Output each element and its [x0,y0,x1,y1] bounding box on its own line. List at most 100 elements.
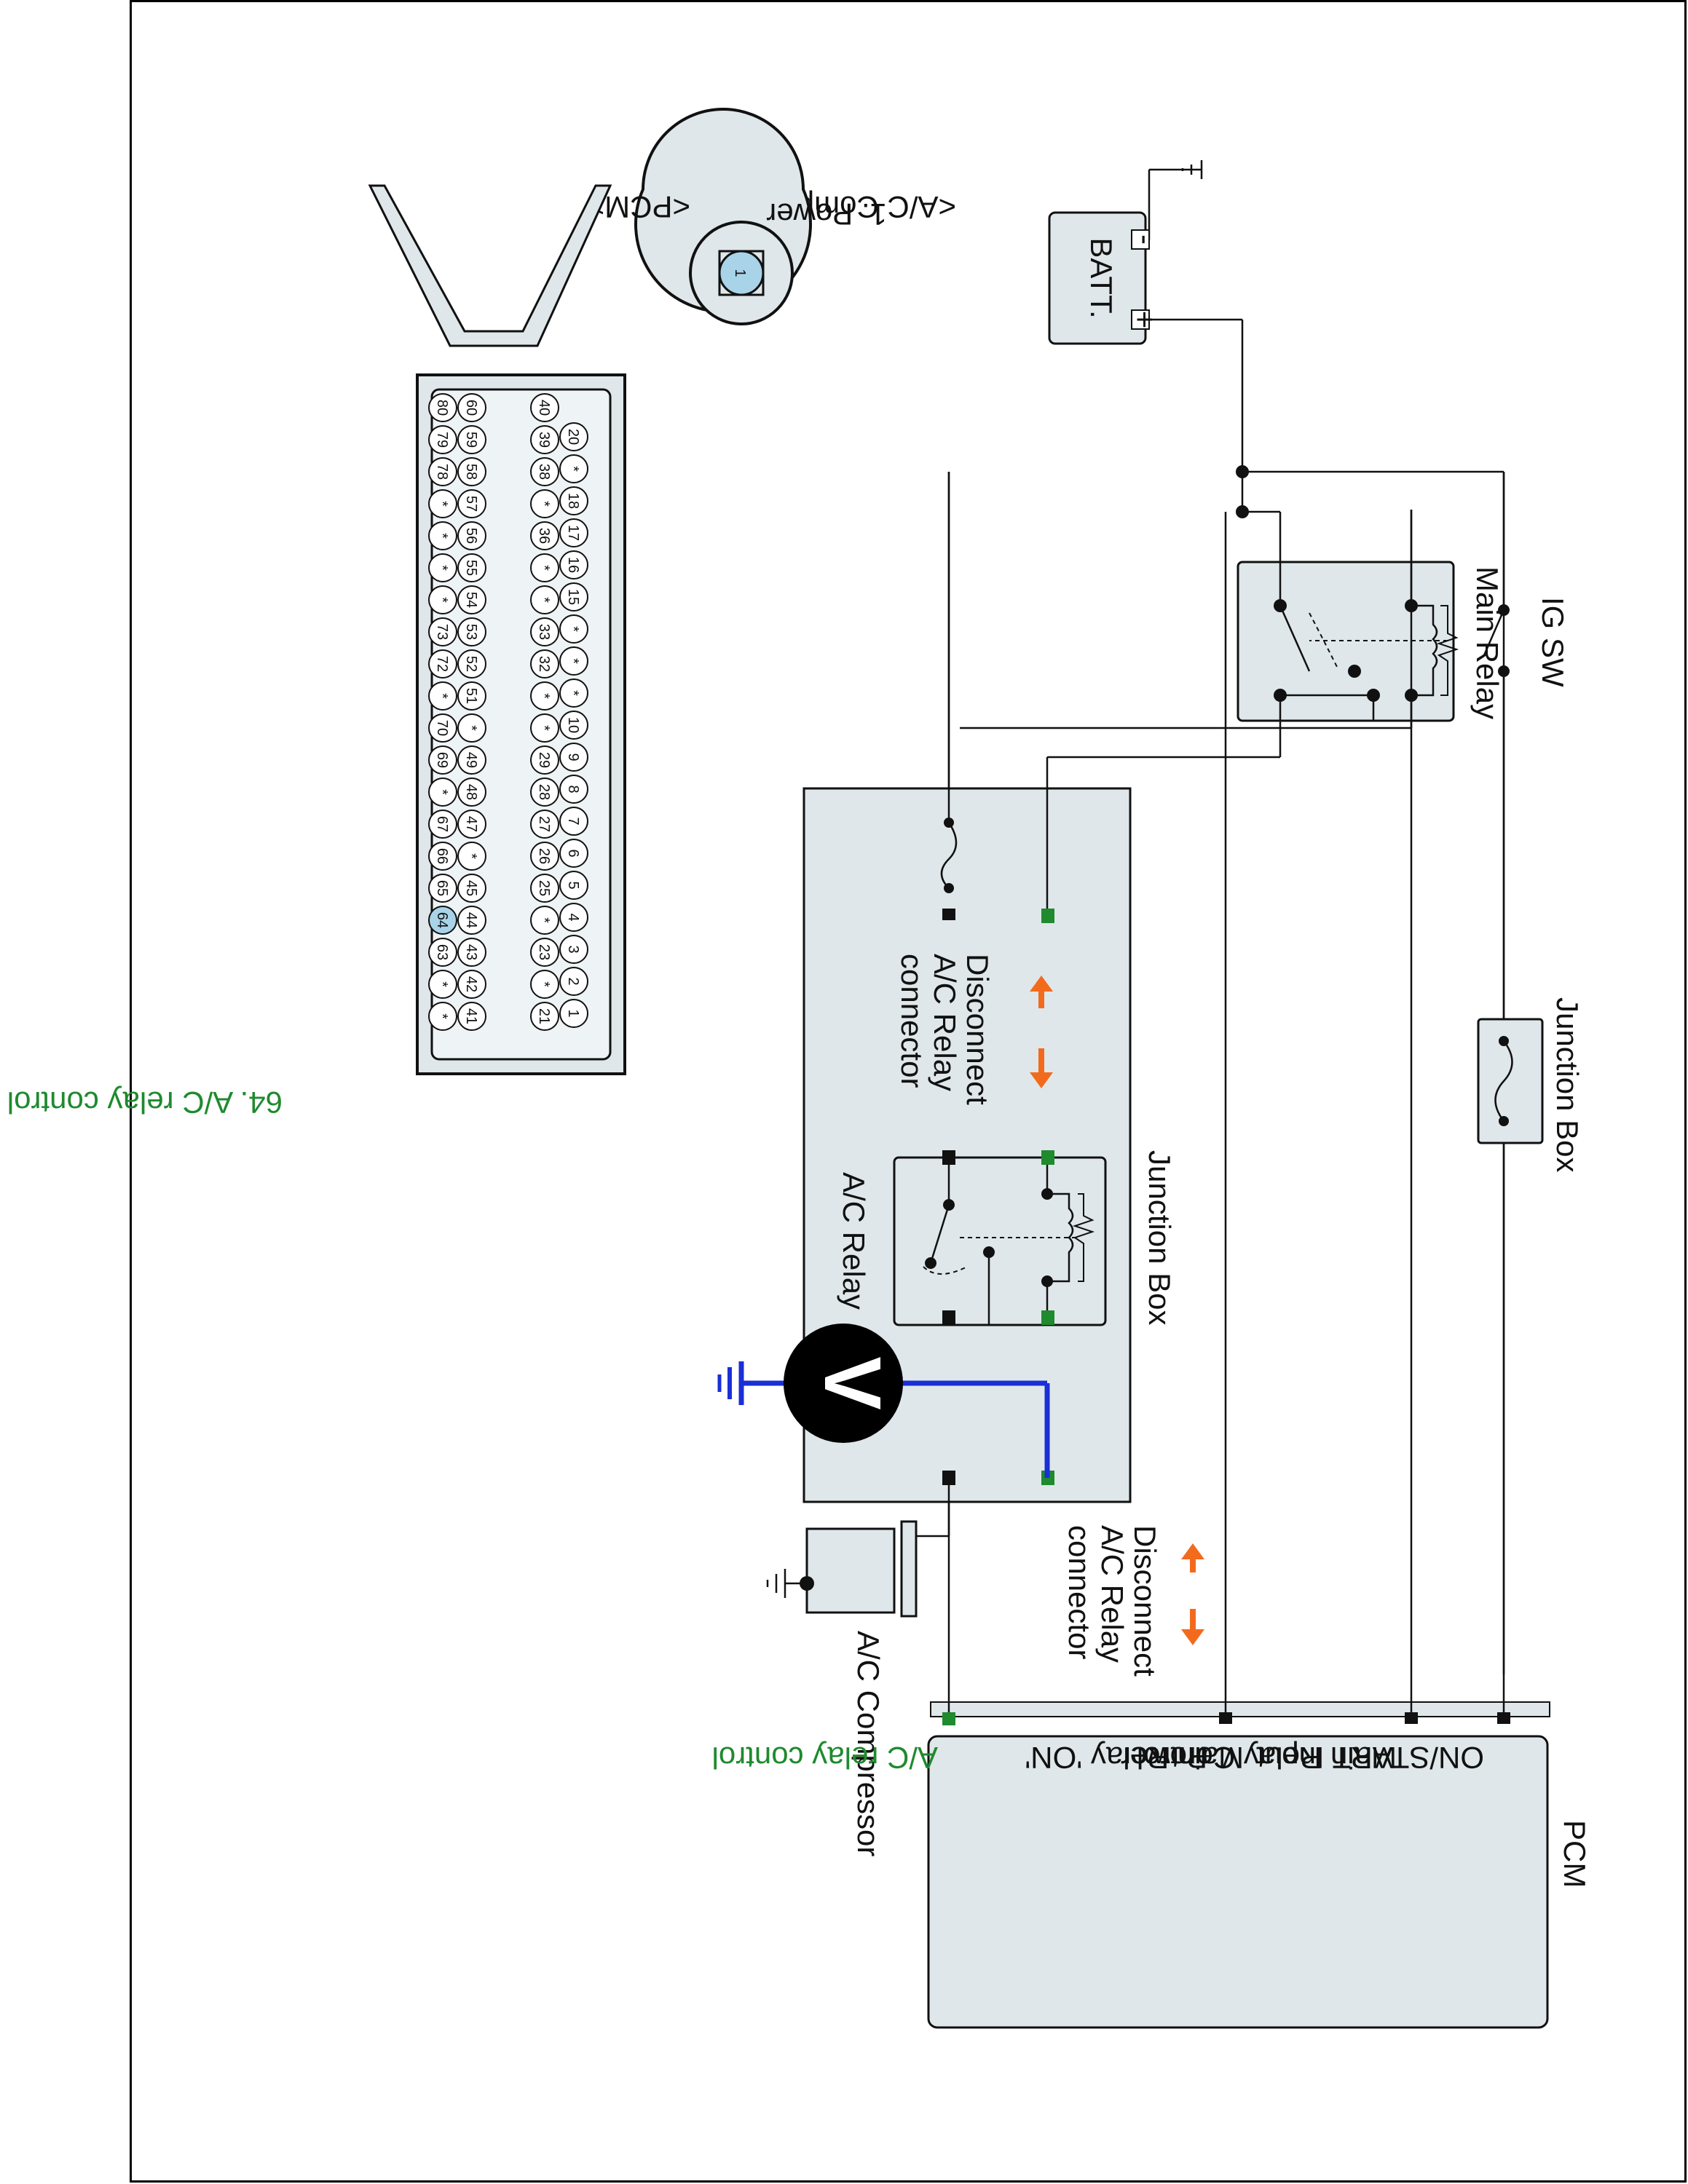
pcm-pin [530,778,559,807]
pcm-pin-label: 41 [463,1008,479,1024]
pcm-pin [559,743,588,772]
ac-compressor-pin-1: 1 [732,269,748,277]
pcm-pin [559,518,588,547]
pcm-pin [559,967,588,996]
pcm-terminal-power: Power [1121,1741,1207,1775]
pcm-pin [457,745,486,775]
disconnect-upper-2: A/C Relay [928,954,962,1091]
pcm-pin-label: 51 [463,688,479,704]
pcm-pin [428,1002,457,1031]
pcm-pin-label: * [434,1013,450,1019]
pcm-pin-label: * [463,725,479,731]
pcm-pin-label: 4 [565,913,581,921]
pcm-pin-label: * [463,853,479,859]
pcm-pin-label: 23 [536,944,552,960]
pcm-pin-label: * [434,981,450,987]
pcm-pin [457,393,486,422]
page-frame [130,0,1687,2183]
battery: - + BATT. [1048,160,1203,345]
pcm-pin-label: 80 [434,400,450,416]
pcm-pin [559,903,588,932]
pcm-pin [559,807,588,836]
pcm-pin [559,646,588,676]
pcm-pin [530,585,559,614]
pcm-pin [428,585,457,614]
disconnect-lower-3: connector [1062,1525,1097,1659]
pcm-pin-label: 9 [565,753,581,761]
ac-compressor-connector: <A/C Compressor> 1 1. Power [634,108,956,325]
pcm-pin-label: 33 [536,624,552,640]
pcm-pin [457,938,486,967]
pcm-pin-label: 36 [536,528,552,544]
pcm-pin [457,778,486,807]
ac-compressor-label: A/C Compressor [851,1631,886,1856]
batt-minus-label: - [1129,234,1163,245]
pcm-pin [428,649,457,678]
pcm-pin-label: 42 [463,976,479,992]
pcm-pin [428,778,457,807]
pcm-pin [457,425,486,454]
pcm-pin-label: 38 [536,464,552,480]
pcm-pin [457,810,486,839]
ig-switch: IG SW [1483,472,1570,1674]
pcm-pin [559,614,588,644]
pcm-pin [559,678,588,708]
pcm-pin-label: * [536,501,552,507]
pcm-connector: <PCM> 20*18171615***10987654321403938*36… [7,184,690,1120]
pcm-pin-label: * [565,690,581,696]
disconnect-arrows-lower: Disconnect A/C Relay connector [1062,1525,1204,1677]
pcm-pin [530,393,559,422]
pcm-pin-label: 8 [565,785,581,793]
pcm-pin-label: 28 [536,784,552,800]
pcm-pin [428,745,457,775]
pcm-pin-label: 52 [463,656,479,672]
pcm-pin-label: * [434,565,450,571]
pcm-pin-label: 20 [565,429,581,445]
ac-compressor: A/C Compressor [766,1478,950,1856]
pcm-pin-label: 57 [463,496,479,512]
pcm-pin [457,906,486,935]
pcm-pin-label: * [536,597,552,603]
pcm-pin-label: 21 [536,1008,552,1024]
pcm-pin-label: 44 [463,912,479,928]
pcm-pin-label: 69 [434,752,450,768]
pcm-pin-label: * [565,466,581,472]
ac-relay-label: A/C Relay [837,1172,871,1310]
pcm-pin [559,935,588,964]
pcm-pin-label: 59 [463,432,479,448]
pcm-pin [530,681,559,711]
pcm-pin-label: 25 [536,880,552,896]
pcm-pin [559,422,588,451]
pcm-pin [428,874,457,903]
pcm-pin-label: 60 [463,400,479,416]
pcm-pin-label: 56 [463,528,479,544]
pcm-pin [457,489,486,518]
pcm-title: PCM [1558,1820,1592,1888]
pcm-pin-label: 2 [565,977,581,985]
pcm-pin [428,489,457,518]
pcm-pin-label: 27 [536,816,552,832]
pcm-pin-label: * [536,981,552,987]
pcm-pin-label: 40 [536,400,552,416]
pcm-pin-label: 15 [565,589,581,605]
pcm-pin-label: 45 [463,880,479,896]
pcm-pin [457,649,486,678]
pcm-pin-label: 47 [463,816,479,832]
pcm-pin [559,550,588,579]
disconnect-upper-3: connector [895,954,929,1088]
pcm-pin [559,454,588,483]
voltmeter[interactable]: V [717,1324,1050,1478]
pcm-pin-label: 55 [463,560,479,576]
pcm-pin [530,553,559,582]
pcm-terminal-main-relay-on: Main Relay 'ON' [1025,1741,1244,1775]
pcm-pin-label: 64 [434,912,450,928]
pcm-pin [530,842,559,871]
pcm-pin-label: 6 [565,849,581,857]
pcm-pin-grid: 20*18171615***10987654321403938*36**3332… [428,393,588,1031]
pcm-pin [530,1002,559,1031]
pcm-pin [559,711,588,740]
pcm-pin-label: 1 [565,1009,581,1017]
pcm-pin-label: * [434,693,450,699]
disconnect-upper-1: Disconnect [961,954,995,1105]
